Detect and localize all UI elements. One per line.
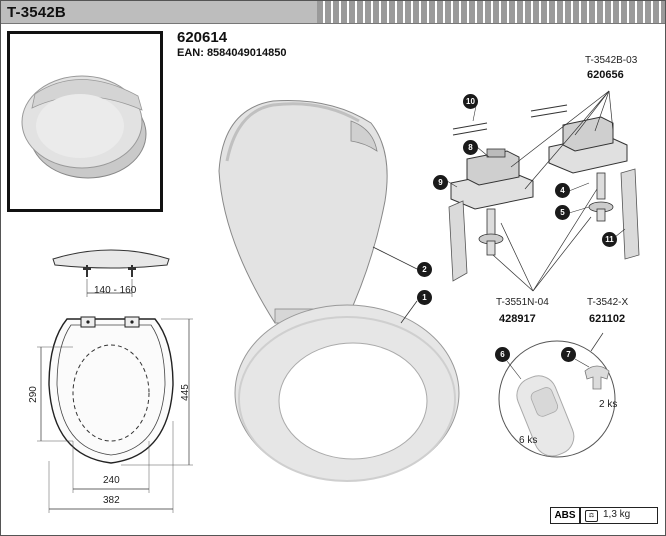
top-view-drawing xyxy=(37,316,193,513)
header-bar: T-3542B xyxy=(1,1,665,23)
ean-code: EAN: 8584049014850 xyxy=(177,47,287,59)
kit-bottom-number: 428917 xyxy=(499,313,536,325)
scale-icon: ⚖ xyxy=(585,510,598,522)
callout-10: 10 xyxy=(463,94,478,109)
page-title: T-3542B xyxy=(7,4,66,21)
inner-length-label: 290 xyxy=(27,386,39,403)
thumbnail-frame xyxy=(7,31,163,212)
weight-value: 1,3 kg xyxy=(603,509,631,520)
buffers-code: T-3542-X xyxy=(587,297,629,308)
buffers-number: 621102 xyxy=(589,313,626,325)
kit-top-code: T-3542B-03 xyxy=(585,55,638,66)
callout-8: 8 xyxy=(463,140,478,155)
buffers-detail xyxy=(498,332,616,458)
callout-4: 4 xyxy=(555,183,570,198)
outer-width-label: 382 xyxy=(103,495,120,506)
callout-5: 5 xyxy=(555,205,570,220)
qty-six-label: 6 ks xyxy=(519,435,538,446)
callout-11: 11 xyxy=(602,232,617,247)
inner-width-label: 240 xyxy=(103,475,120,486)
hinge-spacing-label: 140 - 160 xyxy=(94,285,137,296)
callout-9: 9 xyxy=(433,175,448,190)
seat-illustration xyxy=(218,100,460,482)
header-divider xyxy=(1,23,665,24)
material-badge: ABS xyxy=(550,507,580,524)
weight-badge: ⚖ 1,3 kg xyxy=(580,507,658,524)
callout-2: 2 xyxy=(417,262,432,277)
callout-1: 1 xyxy=(417,290,432,305)
hinge-exploded-view xyxy=(446,90,640,292)
kit-bottom-code: T-3551N-04 xyxy=(496,297,549,308)
outer-length-label: 445 xyxy=(179,384,191,401)
thumbnail-seat-image xyxy=(21,75,147,179)
callout-7: 7 xyxy=(561,347,576,362)
side-view-drawing xyxy=(52,249,170,297)
header-stripes xyxy=(317,1,665,23)
title-tab: T-3542B xyxy=(1,1,317,23)
callout-6: 6 xyxy=(495,347,510,362)
product-code: 620614 xyxy=(177,29,228,46)
qty-two-label: 2 ks xyxy=(599,399,618,410)
kit-top-number: 620656 xyxy=(587,69,624,81)
